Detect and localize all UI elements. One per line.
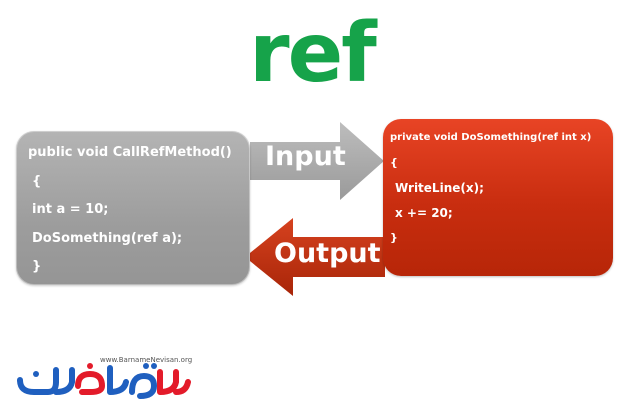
caller-line-open-brace: {	[32, 173, 42, 189]
caller-line-call: DoSomething(ref a);	[32, 230, 183, 246]
logo-site-url: www.BarnameNevisan.org	[100, 356, 192, 364]
input-arrow	[250, 122, 384, 200]
page-title: ref	[0, 6, 624, 102]
callee-line-writeline: WriteLine(x);	[395, 181, 484, 195]
caller-line-declaration: int a = 10;	[32, 202, 109, 217]
title-text: ref	[249, 6, 377, 101]
barnamenevisan-logo: www.BarnameNevisan.org	[17, 356, 192, 399]
output-label: Output	[274, 238, 381, 269]
caller-method-box: public void CallRefMethod() { int a = 10…	[16, 131, 250, 285]
callee-line-increment: x += 20;	[395, 206, 453, 220]
input-label: Input	[265, 141, 346, 172]
callee-line-signature: private void DoSomething(ref int x)	[390, 132, 592, 143]
callee-line-open-brace: {	[390, 156, 398, 169]
callee-method-box: private void DoSomething(ref int x) { Wr…	[383, 119, 613, 276]
caller-line-signature: public void CallRefMethod()	[28, 145, 232, 160]
caller-line-close-brace: }	[32, 259, 42, 274]
output-arrow	[245, 218, 385, 296]
callee-line-close-brace: }	[390, 231, 398, 244]
